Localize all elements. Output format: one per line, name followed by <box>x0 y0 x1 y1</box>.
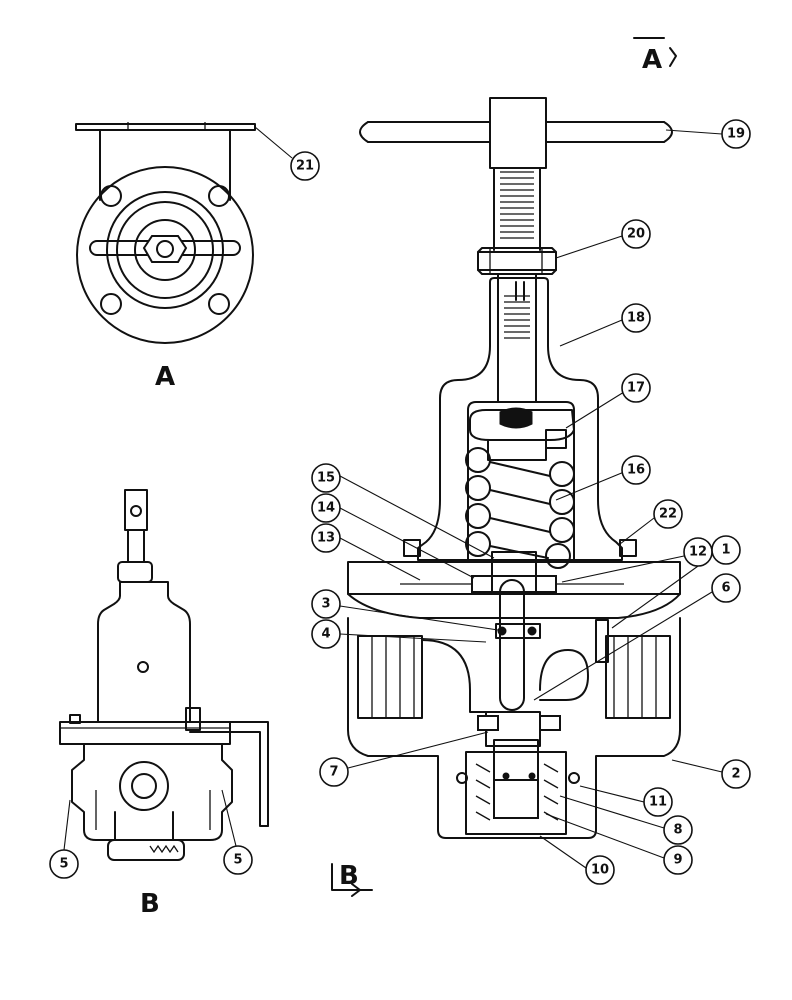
svg-text:13: 13 <box>317 531 335 546</box>
svg-text:19: 19 <box>727 127 745 142</box>
callout-12: 12 <box>683 537 713 567</box>
svg-text:20: 20 <box>627 227 645 242</box>
callout-18: 18 <box>621 303 651 333</box>
svg-text:14: 14 <box>317 501 335 516</box>
svg-text:10: 10 <box>591 863 609 878</box>
svg-text:17: 17 <box>627 381 645 396</box>
callout-5-right: 5 <box>223 845 253 875</box>
callout-5-left: 5 <box>49 849 79 879</box>
section-view-drawing <box>347 97 681 839</box>
svg-text:22: 22 <box>659 507 677 522</box>
callout-20: 20 <box>621 219 651 249</box>
callout-6: 6 <box>711 573 741 603</box>
section-arrow-a: A <box>633 37 677 75</box>
svg-text:2: 2 <box>731 767 740 782</box>
view-label-b: B <box>140 889 160 919</box>
callout-19: 19 <box>721 119 751 149</box>
svg-text:16: 16 <box>627 463 645 478</box>
callout-22: 22 <box>653 499 683 529</box>
callout-10: 10 <box>585 855 615 885</box>
view-label-a: A <box>155 362 175 392</box>
callout-4: 4 <box>311 619 341 649</box>
svg-text:21: 21 <box>296 159 314 174</box>
svg-text:9: 9 <box>673 853 682 868</box>
callout-7: 7 <box>319 757 349 787</box>
callout-15: 15 <box>311 463 341 493</box>
section-marker-b: B <box>339 861 359 891</box>
svg-text:5: 5 <box>59 857 68 872</box>
callout-13: 13 <box>311 523 341 553</box>
callout-11: 11 <box>643 787 673 817</box>
svg-text:4: 4 <box>321 627 330 642</box>
svg-text:5: 5 <box>233 853 242 868</box>
svg-text:11: 11 <box>649 795 667 810</box>
svg-text:7: 7 <box>329 765 338 780</box>
svg-text:3: 3 <box>321 597 330 612</box>
svg-text:18: 18 <box>627 311 645 326</box>
view-a-drawing <box>75 122 256 344</box>
callout-17: 17 <box>621 373 651 403</box>
callout-8: 8 <box>663 815 693 845</box>
callout-2: 2 <box>721 759 751 789</box>
callout-14: 14 <box>311 493 341 523</box>
section-arrow-b: B <box>331 861 373 897</box>
svg-text:6: 6 <box>721 581 730 596</box>
view-b-drawing <box>59 489 269 861</box>
svg-text:1: 1 <box>721 543 730 558</box>
callout-16: 16 <box>621 455 651 485</box>
leader-lines <box>63 126 723 869</box>
callout-9: 9 <box>663 845 693 875</box>
svg-text:8: 8 <box>673 823 682 838</box>
section-marker-a: A <box>642 45 662 75</box>
callout-1: 1 <box>711 535 741 565</box>
callout-21: 21 <box>290 151 320 181</box>
svg-text:12: 12 <box>689 545 707 560</box>
callout-3: 3 <box>311 589 341 619</box>
svg-text:15: 15 <box>317 471 335 486</box>
